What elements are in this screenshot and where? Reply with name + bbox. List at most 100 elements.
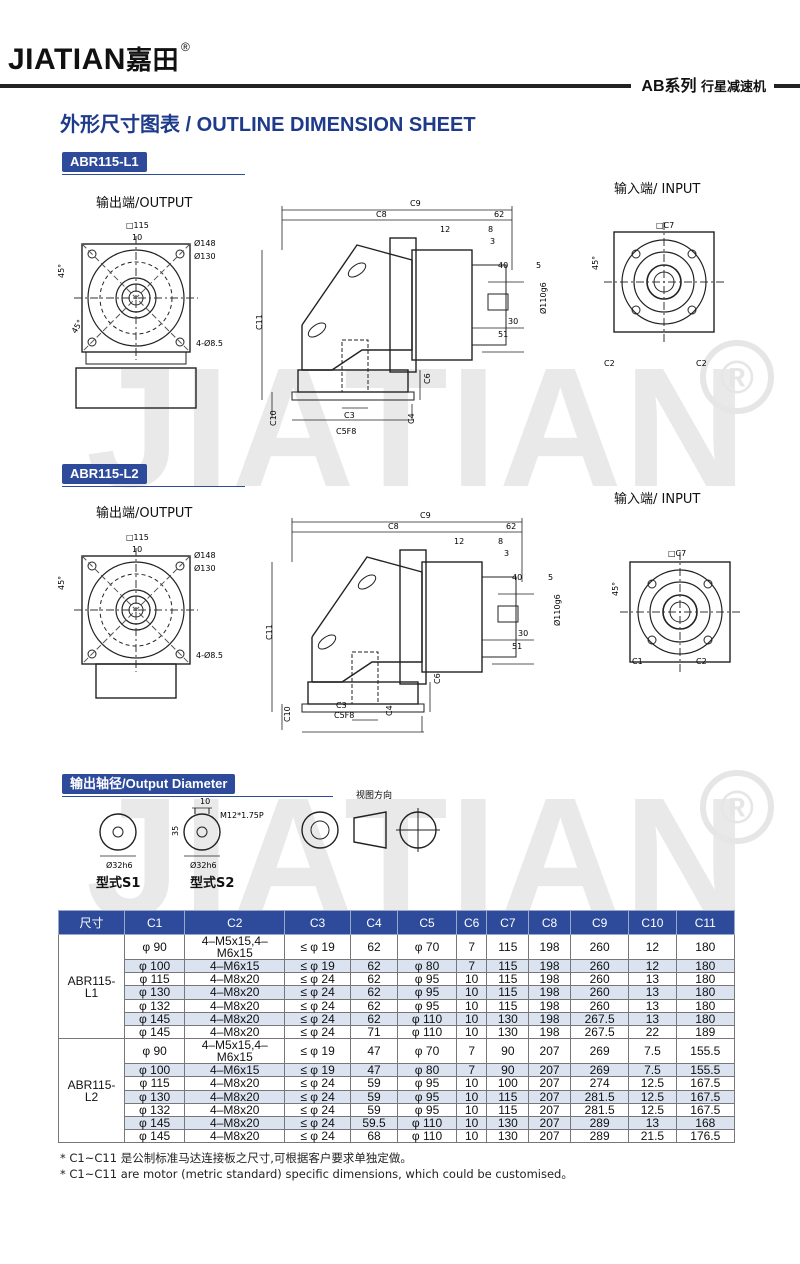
table-cell: 289 <box>569 1129 630 1144</box>
table-cell: 198 <box>528 998 571 1013</box>
table-cell: 260 <box>569 972 630 987</box>
svg-text:C4: C4 <box>407 413 416 424</box>
table-cell: 198 <box>528 985 571 1000</box>
table-cell: 269 <box>569 1038 630 1065</box>
output-label: 输出端/OUTPUT <box>96 506 193 521</box>
svg-text:M12*1.75P: M12*1.75P <box>220 811 264 820</box>
svg-text:45°: 45° <box>57 264 66 278</box>
table-cell: φ 115 <box>123 1076 186 1091</box>
table-cell: 4–M8x20 <box>184 985 286 1000</box>
table-cell: φ 90 <box>123 1038 186 1065</box>
svg-text:Ø130: Ø130 <box>194 563 216 573</box>
table-cell: 13 <box>628 1011 677 1026</box>
table-cell: ≤ φ 24 <box>284 1115 351 1131</box>
table-cell: 62 <box>349 972 399 987</box>
svg-text:□C7: □C7 <box>668 549 686 558</box>
svg-text:Ø110g6: Ø110g6 <box>552 594 562 626</box>
table-cell: 4–M5x15,4–M6x15 <box>184 1038 286 1065</box>
table-cell: φ 110 <box>397 1129 457 1144</box>
svg-text:C4: C4 <box>385 705 394 716</box>
svg-text:10: 10 <box>132 233 142 242</box>
table-cell: 267.5 <box>569 1011 630 1026</box>
table-cell: 21.5 <box>628 1129 677 1144</box>
table-header: C10 <box>628 910 677 935</box>
table-cell: 7 <box>455 934 488 960</box>
table-cell: 12 <box>628 934 677 960</box>
svg-text:C2: C2 <box>604 359 615 368</box>
table-cell: 4–M6x15 <box>184 1063 286 1078</box>
table-cell: 115 <box>486 934 530 960</box>
table-cell: 62 <box>349 985 399 1000</box>
table-cell: 260 <box>569 958 630 974</box>
table-cell: 13 <box>628 985 677 1000</box>
svg-text:视图方向: 视图方向 <box>356 789 392 801</box>
page-title: 外形尺寸图表 / OUTLINE DIMENSION SHEET <box>60 114 476 136</box>
table-cell: 176.5 <box>675 1129 736 1144</box>
input-label: 输入端/ INPUT <box>614 182 701 197</box>
table-cell: 10 <box>455 1129 488 1144</box>
table-header: C7 <box>486 910 530 935</box>
table-cell: 7 <box>455 1038 488 1065</box>
table-header: C9 <box>569 910 630 935</box>
table-cell: φ 145 <box>123 1024 186 1040</box>
table-cell: φ 145 <box>123 1129 186 1144</box>
table-cell: 198 <box>528 1024 571 1040</box>
table-cell: 155.5 <box>675 1063 736 1078</box>
svg-text:62: 62 <box>494 210 504 219</box>
table-header: C1 <box>123 910 186 935</box>
table-cell: φ 95 <box>397 972 457 987</box>
svg-text:62: 62 <box>506 522 516 531</box>
table-cell: 289 <box>569 1115 630 1131</box>
table-cell: 4–M8x20 <box>184 1076 286 1091</box>
svg-text:45°: 45° <box>591 256 600 270</box>
table-cell: 62 <box>349 1011 399 1026</box>
svg-text:40: 40 <box>498 261 508 270</box>
table-cell: ≤ φ 24 <box>284 1089 351 1104</box>
table-cell: 7 <box>455 1063 488 1078</box>
svg-text:Ø110g6: Ø110g6 <box>538 282 548 314</box>
table-header: C2 <box>184 910 286 935</box>
table-cell: 115 <box>486 1102 530 1117</box>
table-cell: φ 132 <box>123 998 186 1013</box>
table-cell: 68 <box>349 1129 399 1144</box>
table-cell: 4–M8x20 <box>184 1102 286 1117</box>
svg-text:C2: C2 <box>696 657 707 666</box>
type-s2-label: 型式S2 <box>190 876 235 891</box>
svg-text:8: 8 <box>488 225 493 234</box>
svg-text:3: 3 <box>504 549 509 558</box>
technical-drawings: □115 10 Ø148 Ø130 4-Ø8.5 45° 45° C9 C8 6… <box>57 199 741 733</box>
svg-text:35: 35 <box>171 826 180 836</box>
svg-text:Ø148: Ø148 <box>194 550 216 560</box>
table-cell: ≤ φ 24 <box>284 1102 351 1117</box>
table-cell: φ 130 <box>123 1089 186 1104</box>
table-cell: 12.5 <box>628 1102 677 1117</box>
table-header: C11 <box>675 910 736 935</box>
svg-text:Ø32h6: Ø32h6 <box>190 860 217 870</box>
svg-text:4-Ø8.5: 4-Ø8.5 <box>196 650 223 660</box>
table-cell: 47 <box>349 1063 399 1078</box>
svg-text:C11: C11 <box>255 314 264 330</box>
table-cell: 281.5 <box>569 1102 630 1117</box>
table-cell: 180 <box>675 1011 736 1026</box>
table-cell: 115 <box>486 958 530 974</box>
dim-square: □115 <box>126 221 149 230</box>
table-cell: 207 <box>528 1063 571 1078</box>
table-cell: 4–M8x20 <box>184 1089 286 1104</box>
brand-logo: JIATIAN嘉田® <box>8 40 190 77</box>
table-cell: φ 95 <box>397 985 457 1000</box>
table-cell: 59 <box>349 1102 399 1117</box>
table-header: C8 <box>528 910 571 935</box>
table-cell: φ 95 <box>397 1102 457 1117</box>
table-cell: 260 <box>569 998 630 1013</box>
table-cell: 13 <box>628 1115 677 1131</box>
table-cell: 207 <box>528 1129 571 1144</box>
table-header: C4 <box>349 910 399 935</box>
table-cell: φ 110 <box>397 1115 457 1131</box>
svg-text:C3: C3 <box>336 701 347 710</box>
